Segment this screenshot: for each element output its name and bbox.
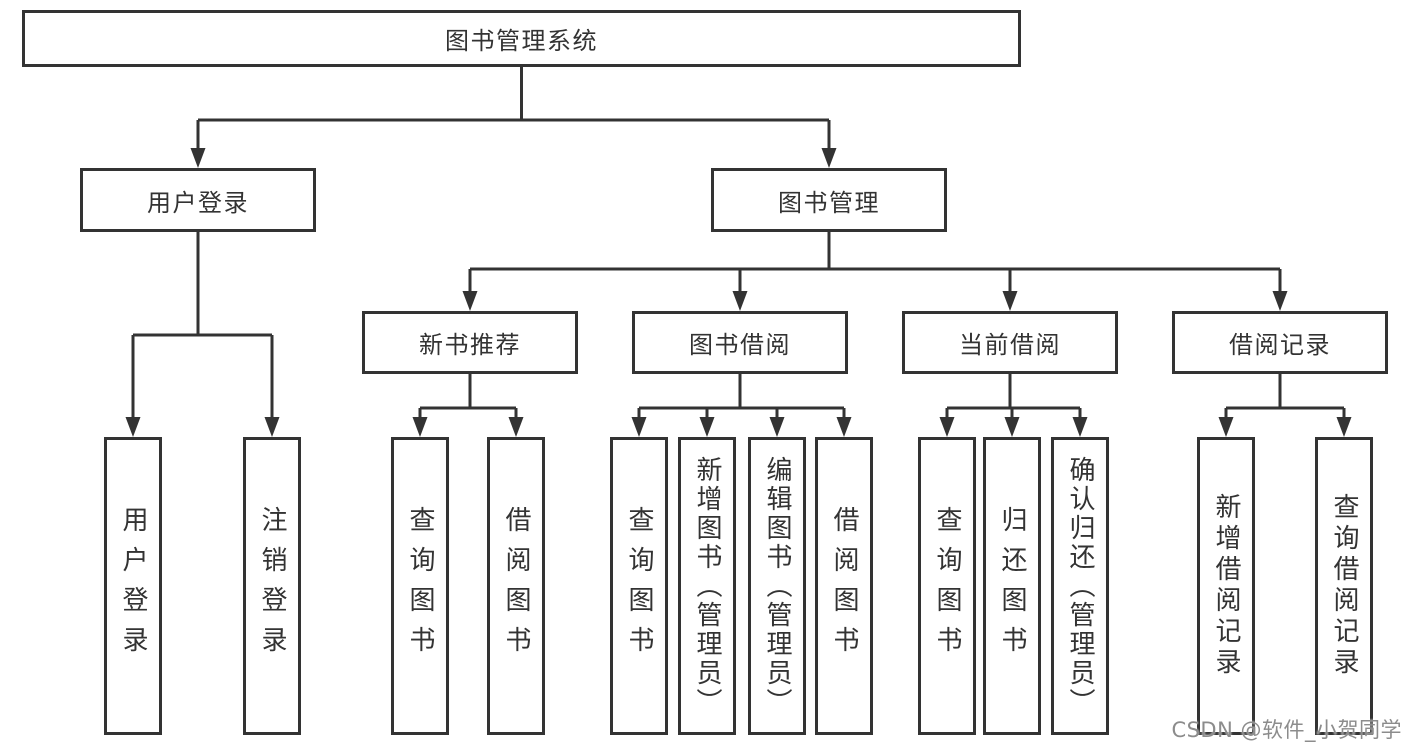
node-label: 新增借阅记录 bbox=[1211, 493, 1241, 679]
leaf-add-book-admin: 新增图书（管理员） bbox=[678, 437, 736, 735]
leaf-user-login: 用户登录 bbox=[104, 437, 162, 735]
leaf-query-borrow-record: 查询借阅记录 bbox=[1315, 437, 1373, 735]
node-label: 编辑图书（管理员） bbox=[762, 455, 792, 717]
node-label: 归还图书 bbox=[997, 506, 1027, 666]
node-book-borrow: 图书借阅 bbox=[632, 311, 848, 374]
node-label: 图书管理系统 bbox=[445, 27, 598, 55]
node-label: 借阅记录 bbox=[1229, 331, 1331, 359]
node-label: 借阅图书 bbox=[829, 506, 859, 666]
leaf-borrow-book: 借阅图书 bbox=[815, 437, 873, 735]
leaf-borrow-query-book: 查询图书 bbox=[610, 437, 668, 735]
node-label: 用户登录 bbox=[147, 188, 249, 217]
node-label: 查询图书 bbox=[624, 506, 654, 666]
node-label: 查询图书 bbox=[405, 506, 435, 666]
node-label: 注销登录 bbox=[257, 506, 287, 666]
node-current-borrow: 当前借阅 bbox=[902, 311, 1118, 374]
node-label: 图书管理 bbox=[778, 188, 880, 217]
leaf-confirm-return-admin: 确认归还（管理员） bbox=[1051, 437, 1109, 735]
node-label: 用户登录 bbox=[118, 506, 148, 666]
node-root: 图书管理系统 bbox=[22, 10, 1021, 67]
node-new-book-recommend: 新书推荐 bbox=[362, 311, 578, 374]
leaf-logout: 注销登录 bbox=[243, 437, 301, 735]
node-label: 新书推荐 bbox=[419, 331, 521, 359]
node-book-management: 图书管理 bbox=[711, 168, 947, 232]
node-label: 查询图书 bbox=[932, 506, 962, 666]
node-label: 当前借阅 bbox=[959, 331, 1061, 359]
node-label: 图书借阅 bbox=[689, 331, 791, 359]
node-label: 新增图书（管理员） bbox=[692, 455, 722, 717]
node-user-login: 用户登录 bbox=[80, 168, 316, 232]
leaf-recommend-query-book: 查询图书 bbox=[391, 437, 449, 735]
node-label: 借阅图书 bbox=[501, 506, 531, 666]
csdn-watermark: CSDN @软件_小贺同学 bbox=[1171, 718, 1402, 742]
node-label: 确认归还（管理员） bbox=[1065, 455, 1095, 717]
leaf-return-book: 归还图书 bbox=[983, 437, 1041, 735]
node-label: 查询借阅记录 bbox=[1329, 493, 1359, 679]
leaf-edit-book-admin: 编辑图书（管理员） bbox=[748, 437, 806, 735]
node-borrow-records: 借阅记录 bbox=[1172, 311, 1388, 374]
leaf-recommend-borrow-book: 借阅图书 bbox=[487, 437, 545, 735]
leaf-add-borrow-record: 新增借阅记录 bbox=[1197, 437, 1255, 735]
leaf-current-query-book: 查询图书 bbox=[918, 437, 976, 735]
